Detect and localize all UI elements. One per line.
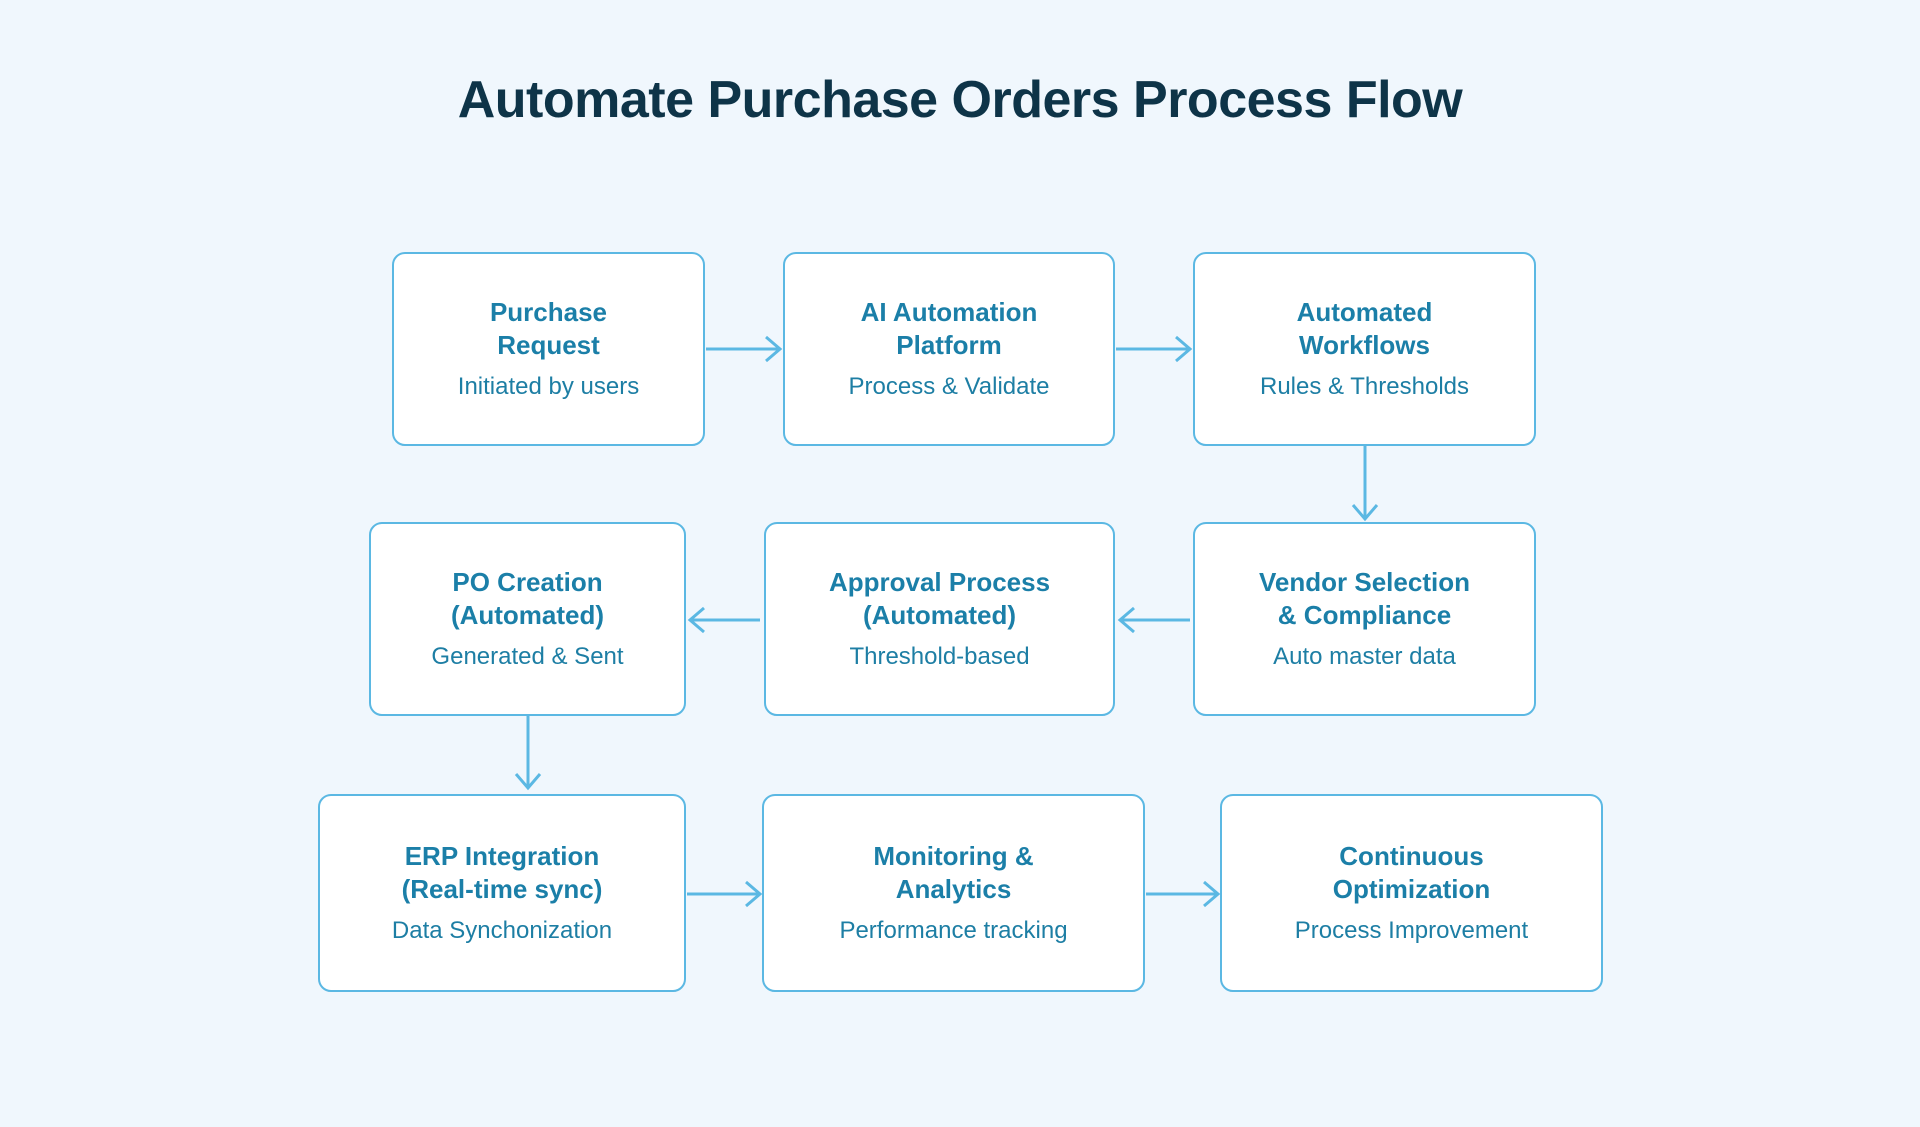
- node-subtitle: Process Improvement: [1294, 917, 1529, 945]
- page-title: Automate Purchase Orders Process Flow: [457, 71, 1463, 129]
- node-subtitle: Rules & Thresholds: [1260, 373, 1469, 401]
- node-erp-integration[interactable]: ERP Integration (Real-time sync) Data Sy…: [318, 794, 686, 992]
- node-title: AI Automation Platform: [860, 296, 1038, 360]
- node-subtitle: Threshold-based: [849, 643, 1030, 671]
- node-title: Monitoring & Analytics: [873, 840, 1034, 904]
- node-title: ERP Integration (Real-time sync): [401, 840, 603, 904]
- node-title: Vendor Selection & Compliance: [1259, 566, 1470, 630]
- arrow-erp-integration-to-monitoring-analytics: [687, 880, 763, 908]
- node-subtitle: Process & Validate: [848, 373, 1050, 401]
- node-approval-process[interactable]: Approval Process (Automated) Threshold-b…: [764, 522, 1115, 716]
- node-po-creation[interactable]: PO Creation (Automated) Generated & Sent: [369, 522, 686, 716]
- node-continuous-optimization[interactable]: Continuous Optimization Process Improvem…: [1220, 794, 1603, 992]
- node-subtitle: Generated & Sent: [431, 643, 624, 671]
- node-vendor-selection-compliance[interactable]: Vendor Selection & Compliance Auto maste…: [1193, 522, 1536, 716]
- node-purchase-request[interactable]: Purchase Request Initiated by users: [392, 252, 705, 446]
- node-monitoring-analytics[interactable]: Monitoring & Analytics Performance track…: [762, 794, 1145, 992]
- node-subtitle: Initiated by users: [457, 373, 640, 401]
- arrow-purchase-request-to-ai-platform: [706, 335, 783, 363]
- arrow-approval-process-to-po-creation: [687, 606, 760, 634]
- arrow-po-creation-to-erp-integration: [514, 716, 542, 791]
- node-subtitle: Auto master data: [1273, 643, 1456, 671]
- node-title: Automated Workflows: [1296, 296, 1433, 360]
- arrow-ai-platform-to-automated-workflows: [1116, 335, 1193, 363]
- node-subtitle: Performance tracking: [839, 917, 1068, 945]
- node-automated-workflows[interactable]: Automated Workflows Rules & Thresholds: [1193, 252, 1536, 446]
- node-title: Purchase Request: [489, 296, 608, 360]
- arrow-vendor-selection-to-approval-process: [1117, 606, 1190, 634]
- node-title: Continuous Optimization: [1332, 840, 1491, 904]
- node-ai-automation-platform[interactable]: AI Automation Platform Process & Validat…: [783, 252, 1115, 446]
- arrow-monitoring-analytics-to-continuous-optimization: [1146, 880, 1221, 908]
- node-subtitle: Data Synchonization: [391, 917, 613, 945]
- node-title: PO Creation (Automated): [450, 566, 605, 630]
- node-title: Approval Process (Automated): [828, 566, 1051, 630]
- arrow-automated-workflows-to-vendor-selection: [1351, 446, 1379, 522]
